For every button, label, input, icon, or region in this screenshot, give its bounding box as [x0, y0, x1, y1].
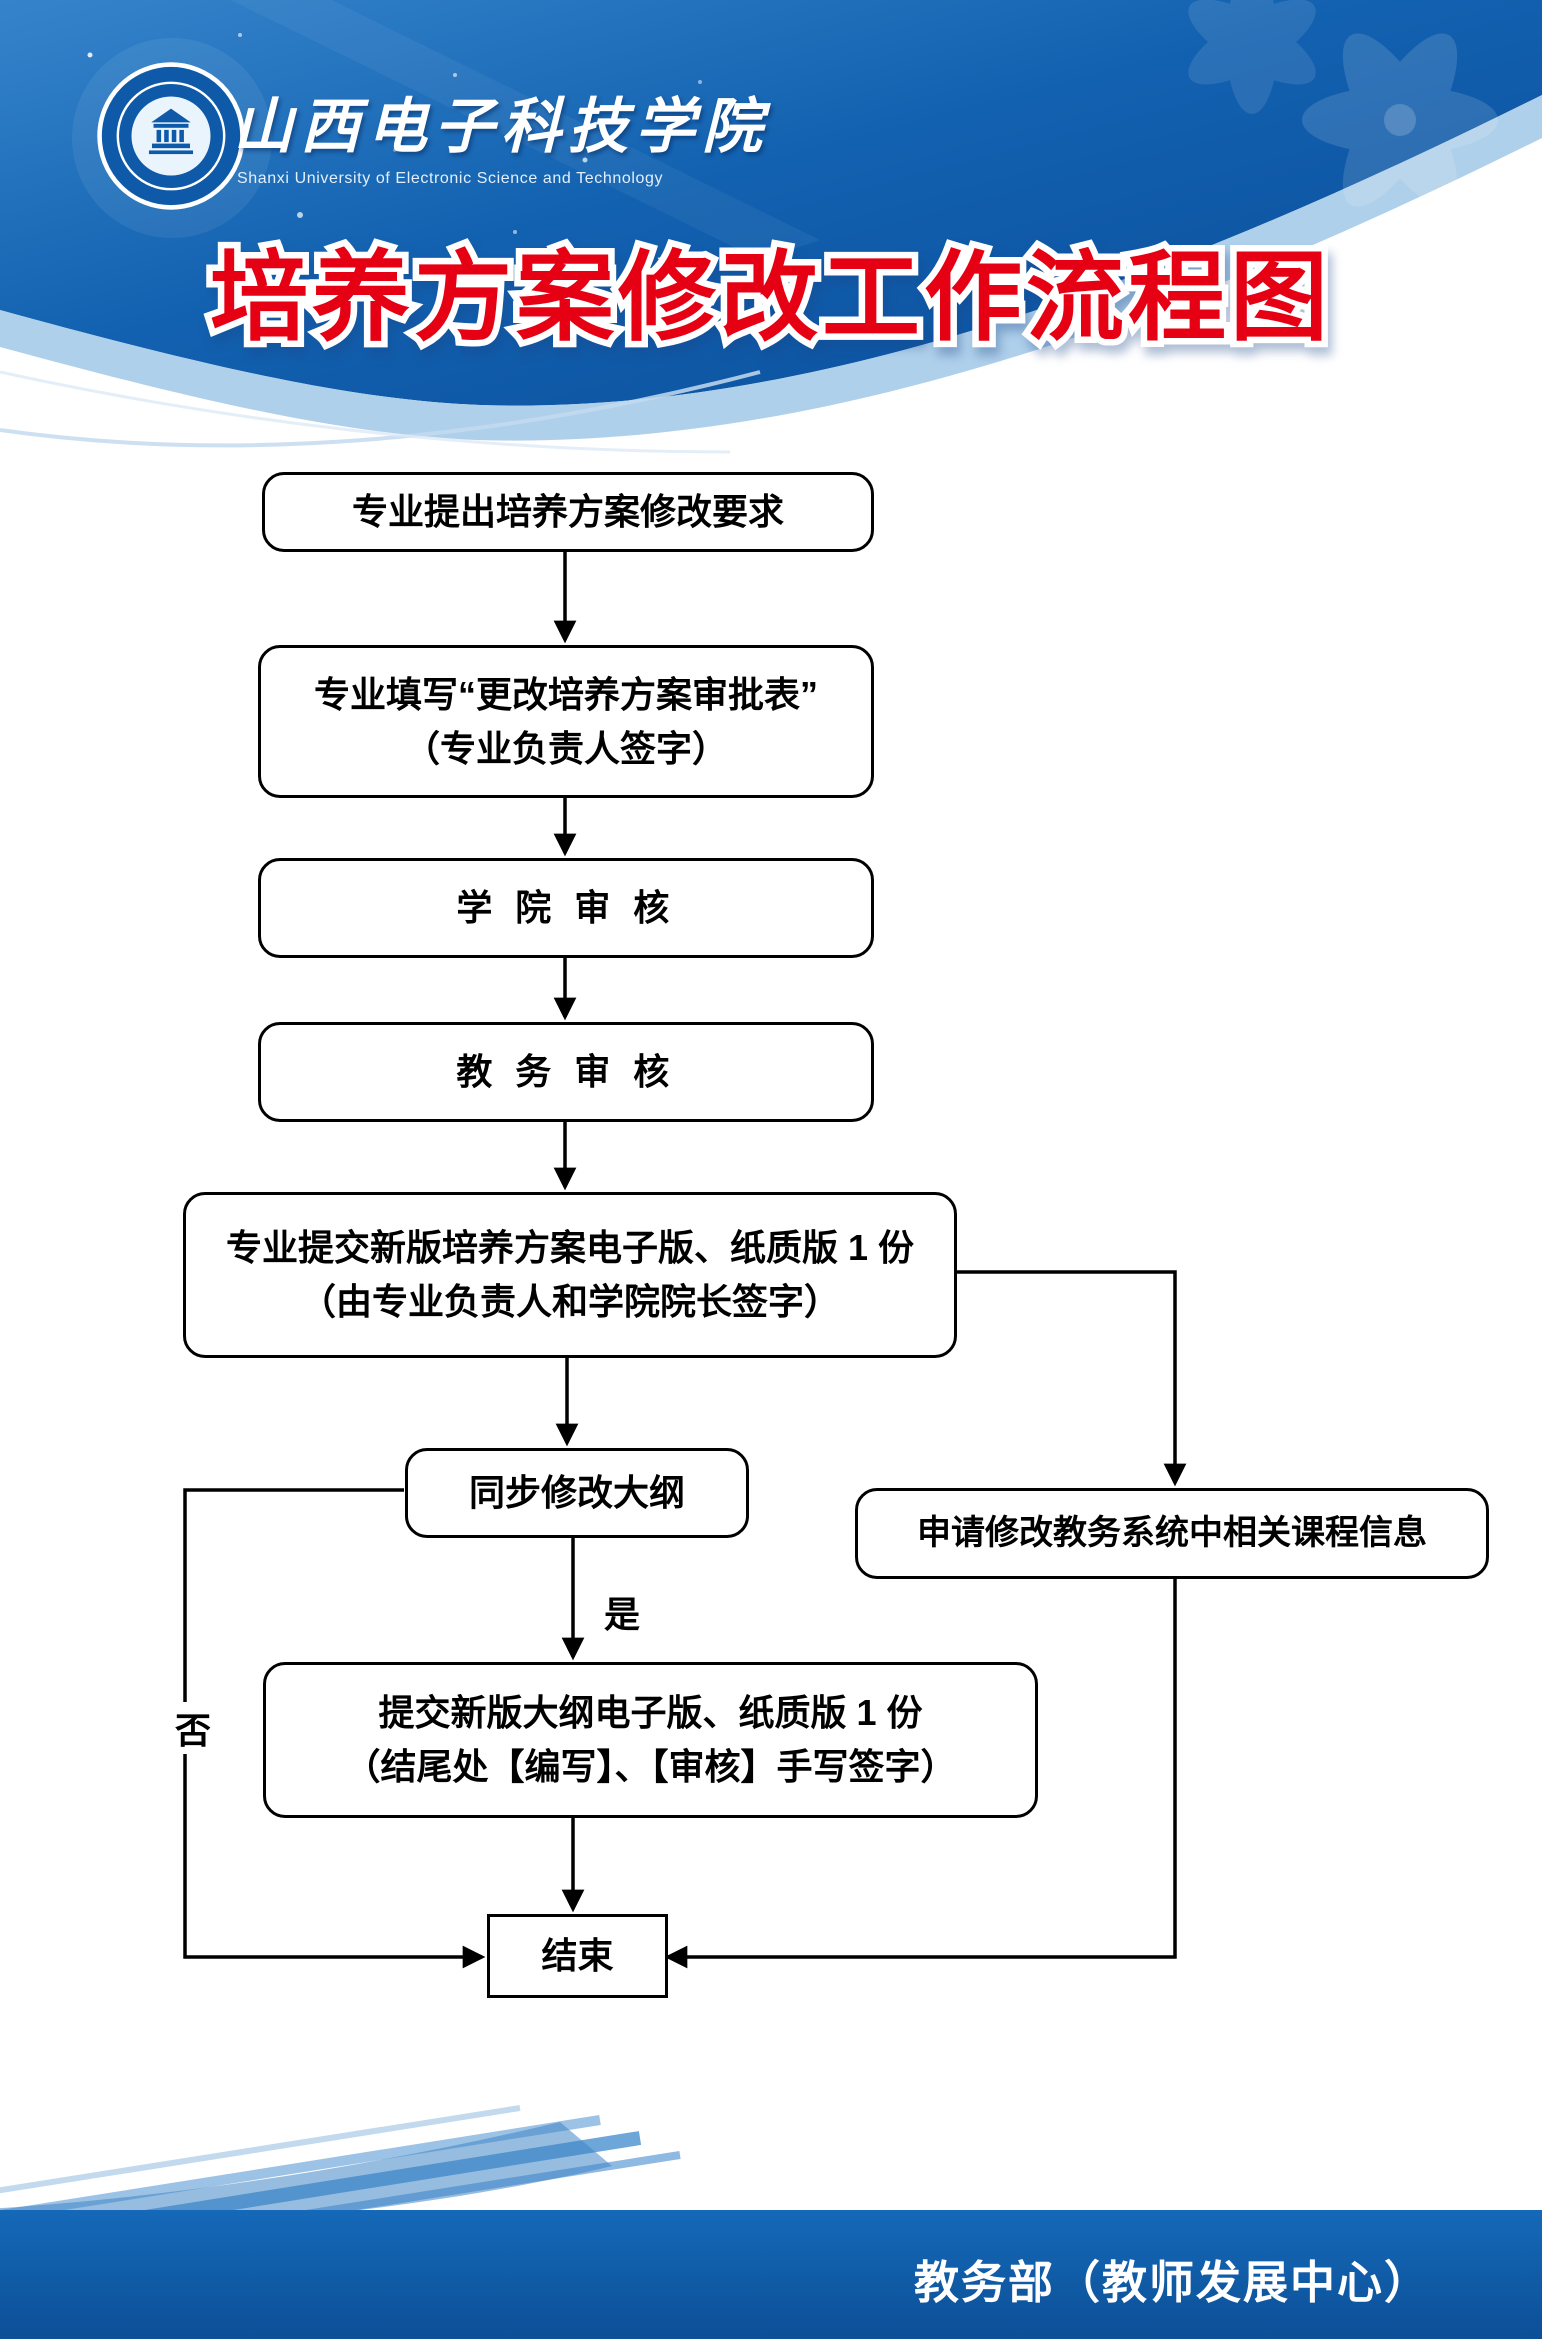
university-emblem-icon [97, 62, 245, 210]
footer-swoosh [0, 2122, 612, 2239]
university-logo [95, 60, 247, 212]
branch-label-no: 否 [152, 1702, 234, 1754]
footer-department-label: 教务部（教师发展中心） [913, 2257, 1431, 2308]
flow-node-fill-approval-form: 专业填写“更改培养方案审批表” （专业负责人签字） [258, 645, 874, 798]
flow-node-academic-affairs-review: 教 务 审 核 [258, 1022, 874, 1122]
university-name-zh: 山西电子科技学院 [233, 93, 769, 160]
flow-node-label: 结束 [541, 1935, 614, 1976]
header-thin-curve-2 [0, 370, 731, 454]
flow-node-request-system-update: 申请修改教务系统中相关课程信息 [855, 1488, 1489, 1579]
arrow-n5-n7 [952, 1270, 1187, 1487]
flow-node-label: （专业负责人签字） [403, 727, 728, 769]
poster-title: 培养方案修改工作流程图 培养方案修改工作流程图 [0, 237, 1542, 358]
flow-node-label: 学 院 审 核 [456, 887, 676, 928]
flow-node-end: 结束 [487, 1914, 668, 1998]
flow-node-label: 专业提出培养方案修改要求 [351, 491, 784, 532]
header-thin-curve-1 [0, 370, 761, 448]
flower-decoration-icon [1188, 0, 1498, 207]
flow-node-label: 专业填写“更改培养方案审批表” [313, 673, 818, 715]
flow-node-label: 提交新版大纲电子版、纸质版 1 份 [378, 1692, 923, 1733]
flow-node-submit-new-plan: 专业提交新版培养方案电子版、纸质版 1 份 （由专业负责人和学院院长签字） [183, 1192, 957, 1358]
flow-node-label: （由专业负责人和学院院长签字） [299, 1281, 840, 1322]
flow-node-label: 申请修改教务系统中相关课程信息 [917, 1514, 1427, 1552]
flow-node-college-review: 学 院 审 核 [258, 858, 874, 958]
flow-node-label: 专业提交新版培养方案电子版、纸质版 1 份 [225, 1227, 915, 1268]
flow-node-label: （结尾处【编写】、【审核】手写签字） [344, 1746, 957, 1787]
flow-node-submit-new-syllabus: 提交新版大纲电子版、纸质版 1 份 （结尾处【编写】、【审核】手写签字） [263, 1662, 1038, 1818]
university-name-en: Shanxi University of Electronic Science … [237, 170, 664, 187]
branch-label-yes: 是 [596, 1586, 649, 1638]
flow-node-label: 同步修改大纲 [468, 1472, 685, 1513]
poster-title-text: 培养方案修改工作流程图 [209, 242, 1332, 352]
flow-node-propose-change: 专业提出培养方案修改要求 [262, 472, 874, 552]
flow-node-label: 教 务 审 核 [456, 1051, 676, 1092]
flow-node-sync-syllabus-decision: 同步修改大纲 [405, 1448, 749, 1538]
footer-stripes [0, 2105, 681, 2267]
